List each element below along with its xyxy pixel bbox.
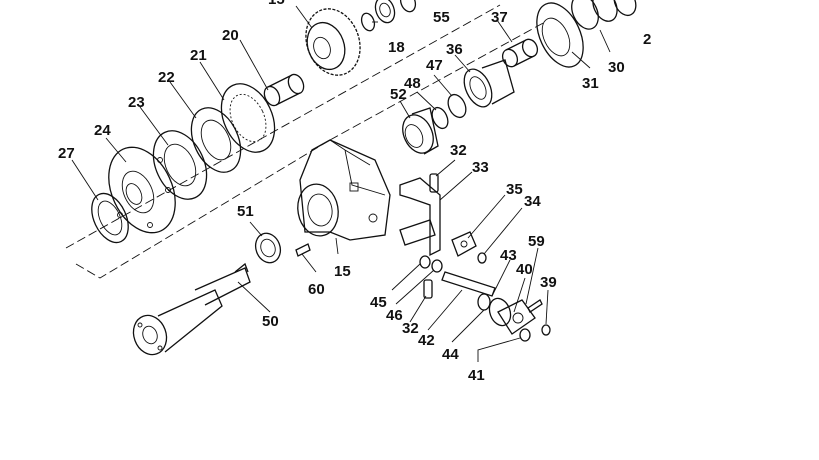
- part-20-sleeve: [263, 73, 305, 107]
- label-21: 21: [190, 47, 207, 64]
- label-37: 37: [491, 9, 508, 26]
- part-23-friction-disc: [152, 130, 208, 200]
- label-31: 31: [582, 75, 599, 92]
- leader-lines: [71, 5, 611, 362]
- label-2: 2: [643, 31, 651, 48]
- part-36-flanged-sleeve: [463, 59, 515, 108]
- label-52: 52: [390, 86, 407, 103]
- part-27-seal-ring: [91, 192, 129, 244]
- label-15-housing: 15: [334, 263, 351, 280]
- part-44-o-ring: [477, 293, 491, 311]
- label-20: 20: [222, 27, 239, 44]
- label-32-top: 32: [450, 142, 467, 159]
- part-15-gear: [305, 8, 361, 76]
- part-41-ring: [519, 328, 531, 342]
- label-23: 23: [128, 94, 145, 111]
- label-50: 50: [262, 313, 279, 330]
- part-42-shift-rod: [441, 271, 496, 297]
- label-51: 51: [237, 203, 254, 220]
- part-15-housing: [297, 139, 391, 241]
- callout-labels: 15 55 37 18 20 30 2 21 36 22 47 48 31 23…: [58, 0, 651, 384]
- label-41: 41: [468, 367, 485, 384]
- label-39: 39: [540, 274, 557, 291]
- part-30-rings: [571, 0, 637, 30]
- label-42: 42: [418, 332, 435, 349]
- label-27: 27: [58, 145, 75, 162]
- label-48: 48: [404, 75, 421, 92]
- part-52-bearing: [402, 107, 439, 155]
- label-43: 43: [500, 247, 517, 264]
- label-30: 30: [608, 59, 625, 76]
- part-39-washer: [541, 324, 551, 336]
- part-32-pin-top: [429, 173, 439, 193]
- label-24: 24: [94, 122, 111, 139]
- label-60: 60: [308, 281, 325, 298]
- part-18-ring: [360, 12, 376, 32]
- label-55: 55: [433, 9, 450, 26]
- label-32-bottom: 32: [402, 320, 419, 337]
- part-59-pin: [527, 299, 543, 313]
- label-33: 33: [472, 159, 489, 176]
- part-35-bracket: [451, 231, 477, 257]
- label-35: 35: [506, 181, 523, 198]
- label-18: 18: [388, 39, 405, 56]
- part-24-flange-hub: [108, 146, 176, 234]
- label-46: 46: [386, 307, 403, 324]
- label-59: 59: [528, 233, 545, 250]
- part-22-plate: [190, 107, 242, 173]
- label-40: 40: [516, 261, 533, 278]
- part-21-splined-disc: [220, 83, 276, 153]
- label-45: 45: [370, 294, 387, 311]
- part-32-pin-bottom: [423, 279, 433, 299]
- part-48-ring: [431, 106, 449, 130]
- part-45-ring: [419, 255, 431, 269]
- label-34: 34: [524, 193, 541, 210]
- part-34-washer: [477, 252, 487, 264]
- part-46-ring: [431, 259, 443, 273]
- label-47: 47: [426, 57, 443, 74]
- part-51-seal: [254, 232, 282, 264]
- label-36: 36: [446, 41, 463, 58]
- part-50-shaft: [132, 262, 251, 356]
- part-40-cover: [497, 299, 536, 335]
- part-47-ring: [447, 93, 467, 119]
- part-33-shift-fork: [399, 177, 441, 257]
- part-60-bolt: [295, 243, 311, 257]
- assembly-axis-lines: [65, 4, 546, 279]
- label-44: 44: [442, 346, 459, 363]
- label-22: 22: [158, 69, 175, 86]
- part-top-bearing: [374, 0, 417, 24]
- part-31-disc: [536, 2, 584, 68]
- label-15-gear: 15: [268, 0, 285, 8]
- part-43-ring: [488, 297, 512, 327]
